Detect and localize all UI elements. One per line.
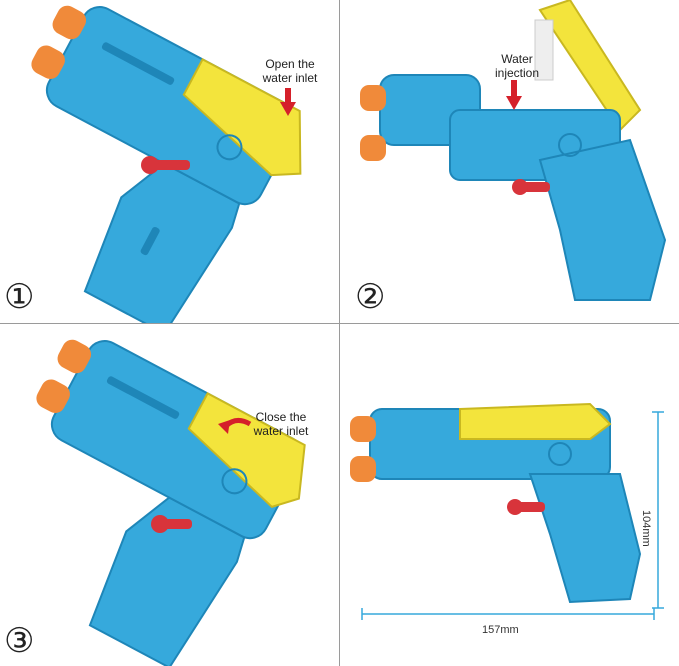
- caption-line-2: injection: [494, 66, 540, 80]
- dimension-arrow-icon: [652, 411, 664, 609]
- step-1-number: ①: [4, 277, 35, 317]
- panel-step-3: Close the water inlet ③: [0, 324, 339, 666]
- down-arrow-icon: [280, 88, 296, 116]
- height-label: 104mm: [640, 510, 652, 547]
- step-3-caption: Close the water inlet: [245, 410, 317, 438]
- water-gun-filling-illustration: [360, 0, 667, 301]
- caption-line-1: Water: [501, 52, 533, 66]
- width-label: 157mm: [482, 624, 519, 636]
- plunger-part: [150, 160, 190, 170]
- panel-step-2: Water injection ②: [340, 0, 679, 323]
- vertical-divider: [339, 0, 340, 666]
- water-gun-tilted-closed-illustration: [36, 339, 306, 666]
- dimension-arrow-icon: [361, 608, 655, 620]
- water-gun-tilted-open-illustration: [31, 5, 302, 323]
- step-2-number: ②: [355, 277, 386, 317]
- panel-dimensions: 104mm 157mm: [340, 324, 679, 666]
- caption-line-1: Open the: [265, 57, 315, 71]
- step-1-caption: Open the water inlet: [250, 57, 330, 85]
- step-2-caption: Water injection: [482, 52, 552, 80]
- caption-line-2: water inlet: [253, 424, 309, 438]
- step-3-number: ③: [4, 621, 35, 661]
- caption-line-1: Close the: [255, 410, 307, 424]
- down-arrow-icon: [506, 80, 522, 110]
- panel-step-1: Open the water inlet ①: [0, 0, 339, 323]
- caption-line-2: water inlet: [262, 71, 318, 85]
- water-gun-dimension-illustration: [350, 402, 642, 604]
- horizontal-divider: [0, 323, 679, 324]
- curved-arrow-icon: [218, 418, 252, 434]
